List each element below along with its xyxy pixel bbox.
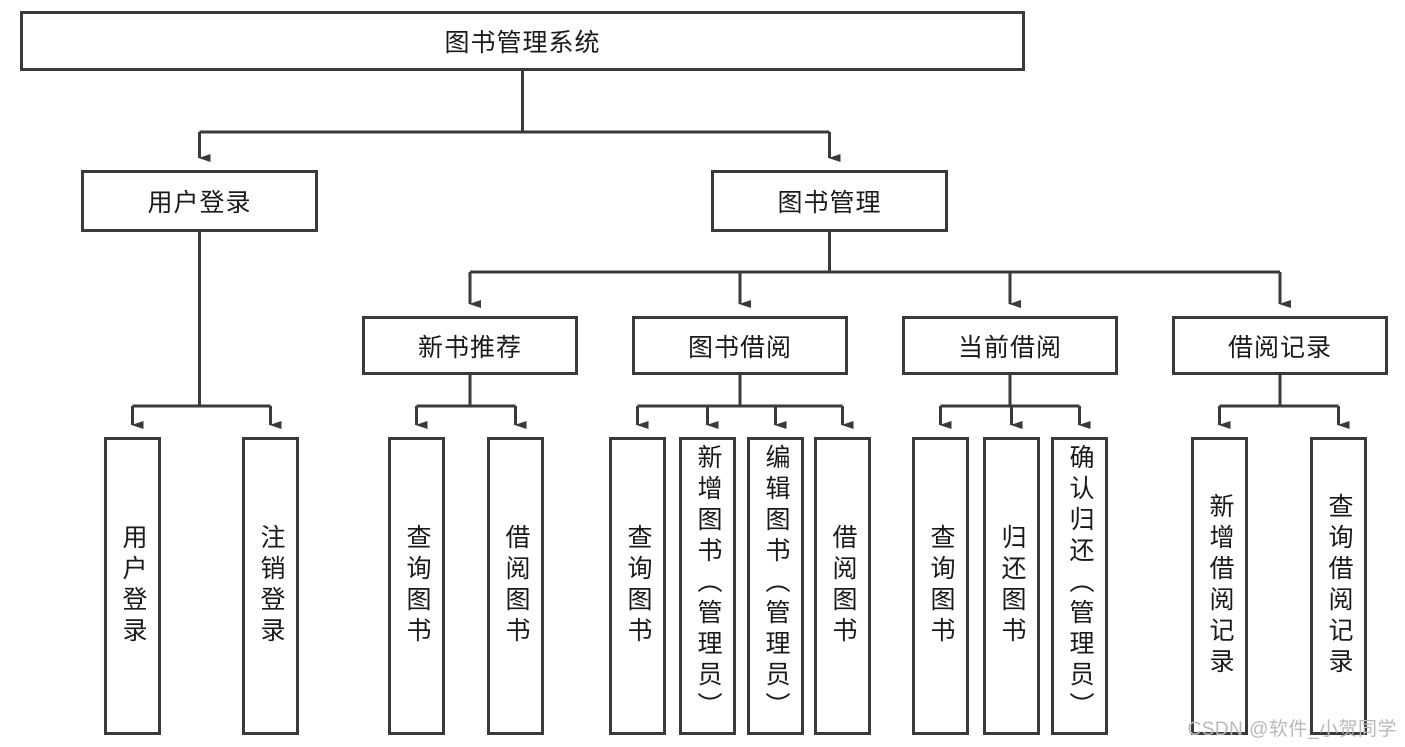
node-leaf-add-record-label: 新增借阅记录 bbox=[1206, 493, 1234, 679]
node-leaf-query-book-2[interactable]: 查询图书 bbox=[609, 437, 666, 735]
node-leaf-user-logout-label: 注销登录 bbox=[257, 524, 285, 648]
node-book-manage[interactable]: 图书管理 bbox=[711, 170, 948, 232]
node-user-login-label: 用户登录 bbox=[147, 189, 252, 217]
node-user-login[interactable]: 用户登录 bbox=[81, 170, 318, 232]
node-leaf-edit-book-label: 编辑图书（管理员） bbox=[762, 444, 790, 723]
node-leaf-borrow-book-1-label: 借阅图书 bbox=[502, 524, 530, 648]
node-leaf-confirm-return-label: 确认归还（管理员） bbox=[1066, 444, 1094, 723]
node-leaf-confirm-return[interactable]: 确认归还（管理员） bbox=[1051, 437, 1108, 735]
node-leaf-user-login[interactable]: 用户登录 bbox=[104, 437, 161, 735]
node-leaf-user-logout[interactable]: 注销登录 bbox=[242, 437, 299, 735]
node-book-borrow-label: 图书借阅 bbox=[687, 333, 792, 362]
node-book-borrow[interactable]: 图书借阅 bbox=[632, 316, 848, 375]
node-current-borrow[interactable]: 当前借阅 bbox=[902, 316, 1118, 375]
node-leaf-return-book-label: 归还图书 bbox=[998, 524, 1026, 648]
node-leaf-add-record[interactable]: 新增借阅记录 bbox=[1191, 437, 1248, 735]
node-leaf-query-book-2-label: 查询图书 bbox=[624, 524, 652, 648]
node-leaf-return-book[interactable]: 归还图书 bbox=[983, 437, 1040, 735]
node-borrow-record[interactable]: 借阅记录 bbox=[1172, 316, 1388, 375]
node-leaf-add-book-label: 新增图书（管理员） bbox=[694, 444, 722, 723]
node-leaf-user-login-label: 用户登录 bbox=[119, 524, 147, 648]
node-leaf-query-book-3-label: 查询图书 bbox=[927, 524, 955, 648]
node-leaf-add-book[interactable]: 新增图书（管理员） bbox=[679, 437, 736, 735]
node-leaf-query-book-1-label: 查询图书 bbox=[403, 524, 431, 648]
node-leaf-edit-book[interactable]: 编辑图书（管理员） bbox=[747, 437, 804, 735]
node-new-book-rec[interactable]: 新书推荐 bbox=[362, 316, 578, 375]
node-leaf-query-record[interactable]: 查询借阅记录 bbox=[1310, 437, 1367, 735]
node-root[interactable]: 图书管理系统 bbox=[20, 11, 1025, 71]
node-leaf-query-book-1[interactable]: 查询图书 bbox=[388, 437, 445, 735]
node-leaf-borrow-book-1[interactable]: 借阅图书 bbox=[487, 437, 544, 735]
node-book-manage-label: 图书管理 bbox=[777, 189, 882, 217]
node-root-label: 图书管理系统 bbox=[444, 29, 601, 57]
node-leaf-borrow-book-2[interactable]: 借阅图书 bbox=[814, 437, 871, 735]
node-borrow-record-label: 借阅记录 bbox=[1227, 333, 1332, 362]
node-leaf-borrow-book-2-label: 借阅图书 bbox=[829, 524, 857, 648]
node-leaf-query-book-3[interactable]: 查询图书 bbox=[912, 437, 969, 735]
node-current-borrow-label: 当前借阅 bbox=[957, 333, 1062, 362]
node-leaf-query-record-label: 查询借阅记录 bbox=[1325, 493, 1353, 679]
node-new-book-rec-label: 新书推荐 bbox=[417, 333, 522, 362]
